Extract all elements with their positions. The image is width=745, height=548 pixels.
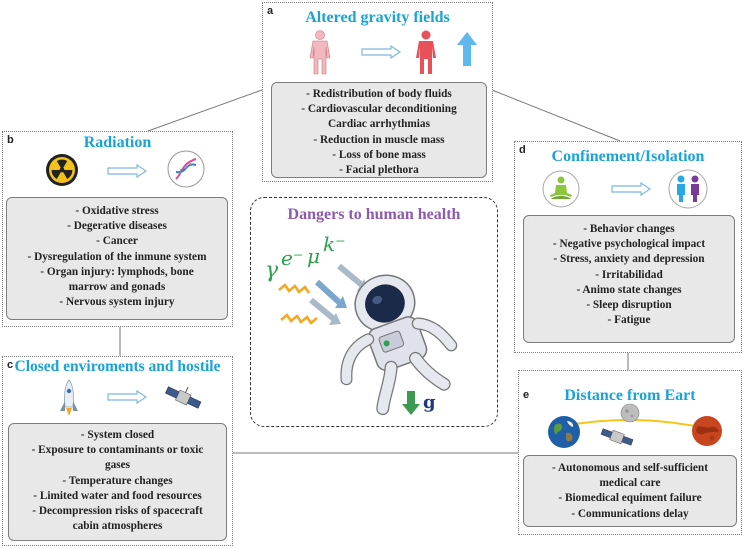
effects-list: - Behavior changes - Negative psychologi… (523, 215, 735, 343)
list-item: - Limited water and food resources (33, 489, 202, 502)
mars-icon (692, 416, 722, 446)
list-item: - Biomedical equiment failure (558, 492, 702, 505)
list-item: - Irritabilidad (595, 268, 663, 281)
effects-list: - Oxidative stress - Degerative diseases… (6, 197, 228, 320)
list-item: gases (104, 459, 131, 472)
muon-symbol: μ (307, 244, 320, 268)
meditating-person-icon (542, 170, 580, 208)
panel-radiation: b Radiation - Oxidative stress - Degerat… (2, 131, 233, 327)
gamma-symbol: γ (265, 258, 279, 283)
effects-list: - System closed - Exposure to contaminan… (8, 423, 227, 541)
panel-letter: b (7, 134, 14, 146)
list-item: - Fatigue (607, 314, 651, 327)
human-body-icon (309, 30, 331, 75)
list-item: - Redistribution of body fluids (306, 88, 452, 100)
list-item: - Decompression risks of spacecraft (32, 505, 203, 518)
list-item: - Nervous system injury (59, 296, 175, 309)
right-arrow-icon (107, 163, 148, 179)
up-arrow-icon (457, 32, 477, 66)
panel-letter: c (7, 359, 14, 371)
list-item: medical care (599, 477, 661, 490)
right-arrow-icon (107, 389, 148, 405)
radiation-icon (46, 154, 78, 186)
right-arrow-icon (611, 181, 652, 197)
list-item: - Temperature changes (62, 474, 173, 487)
kaon-symbol: k⁻ (323, 232, 346, 256)
gravity-label: g (423, 392, 436, 413)
dna-icon (167, 150, 205, 188)
panel-title: Distance from Eart (564, 387, 696, 404)
panel-letter: d (519, 144, 526, 156)
effects-list: - Redistribution of body fluids - Cardio… (271, 82, 487, 178)
list-item: - Animo state changes (576, 283, 682, 296)
gravity-arrow-icon (402, 391, 420, 415)
list-item: - Dysregulation of the inmune system (27, 250, 207, 263)
right-arrow-icon (361, 44, 402, 60)
list-item: - Negative psychological impact (552, 238, 706, 251)
satellite-icon (165, 386, 202, 409)
list-item: marrow and gonads (68, 281, 166, 294)
earth-icon (548, 416, 580, 448)
list-item: - Stress, anxiety and depression (553, 253, 705, 266)
panel-letter: a (267, 5, 274, 17)
panel-title: Altered gravity fields (305, 9, 450, 26)
list-item: - Facial plethora (339, 164, 419, 177)
list-item: - Exposure to contaminants or toxic (31, 444, 204, 457)
list-item: - Loss of bone mass (332, 148, 426, 161)
panel-distance-from-earth: e Distance from Eart - Autonomous and se… (518, 370, 742, 535)
list-item: cabin atmospheres (72, 520, 163, 533)
panel-altered-gravity: a Altered gravity fields - Redistributio… (262, 2, 493, 182)
list-item: Cardiac arrhythmias (328, 118, 430, 131)
panel-title: Radiation (83, 134, 152, 151)
panel-letter: e (523, 389, 530, 401)
panel-closed-environments: c Closed enviroments and hostile - Syste… (2, 356, 233, 546)
rocket-icon (60, 379, 78, 416)
list-item: - Cancer (96, 235, 138, 248)
radiation-rays (278, 263, 369, 325)
list-item: - Oxidative stress (75, 205, 159, 217)
center-title: Dangers to human health (287, 206, 461, 223)
list-item: - Degerative diseases (67, 220, 167, 233)
moon-icon (620, 403, 640, 423)
list-item: - Sleep disruption (586, 299, 672, 312)
panel-confinement-isolation: d Confinement/Isolation - Behavior chang… (514, 141, 742, 353)
list-item: - Reduction in muscle mass (313, 133, 445, 146)
electron-symbol: e⁻ (281, 246, 304, 270)
panel-title: Closed enviroments and hostile (14, 358, 221, 375)
list-item: - Cardiovascular deconditioning (301, 103, 457, 116)
panel-title: Confinement/Isolation (551, 148, 705, 165)
list-item: - Organ injury: lymphods, bone (40, 265, 194, 278)
effects-list: - Autonomous and self-sufficient medical… (523, 455, 737, 527)
list-item: - Behavior changes (583, 223, 675, 235)
two-people-icon (668, 169, 708, 209)
human-body-red-icon (416, 30, 436, 74)
astronaut-icon (340, 274, 458, 416)
list-item: - System closed (80, 429, 155, 441)
dangers-center-box: Dangers to human health γ e⁻ μ k⁻ (250, 197, 498, 427)
list-item: - Communications delay (571, 507, 689, 520)
satellite-icon (600, 428, 634, 446)
list-item: - Autonomous and self-sufficient (552, 462, 708, 474)
